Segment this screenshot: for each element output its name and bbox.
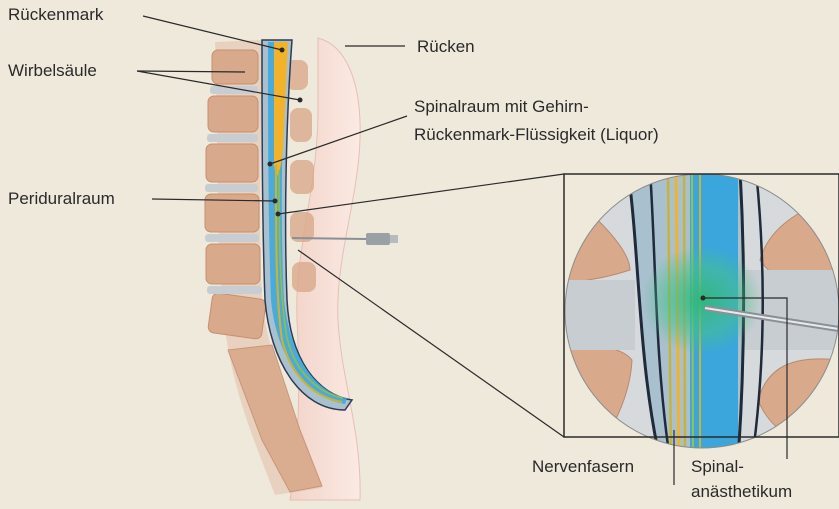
vertebra-6 — [207, 292, 266, 339]
label-epidural-space: Periduralraum — [8, 189, 115, 209]
vertebra-2 — [208, 96, 258, 132]
vertebra-3 — [206, 144, 258, 182]
label-vertebral-column: Wirbelsäule — [8, 61, 97, 81]
label-nerve-fibers: Nervenfasern — [532, 457, 634, 477]
disc — [210, 86, 258, 94]
vertebra-1 — [212, 50, 258, 84]
label-spinal-cord: Rückenmark — [8, 5, 103, 25]
label-anesthetic-line2: anästhetikum — [691, 482, 792, 502]
label-anesthetic-line1: Spinal- — [691, 457, 744, 477]
label-spinal-space-line2: Rückenmark-Flüssigkeit (Liquor) — [414, 125, 659, 145]
label-back: Rücken — [417, 37, 475, 57]
disc — [205, 184, 258, 192]
vertebra-5 — [206, 244, 260, 284]
disc — [207, 286, 262, 294]
disc — [205, 234, 259, 242]
zoom-detail — [565, 170, 839, 460]
disc — [207, 134, 258, 142]
label-spinal-space-line1: Spinalraum mit Gehirn- — [414, 97, 589, 117]
